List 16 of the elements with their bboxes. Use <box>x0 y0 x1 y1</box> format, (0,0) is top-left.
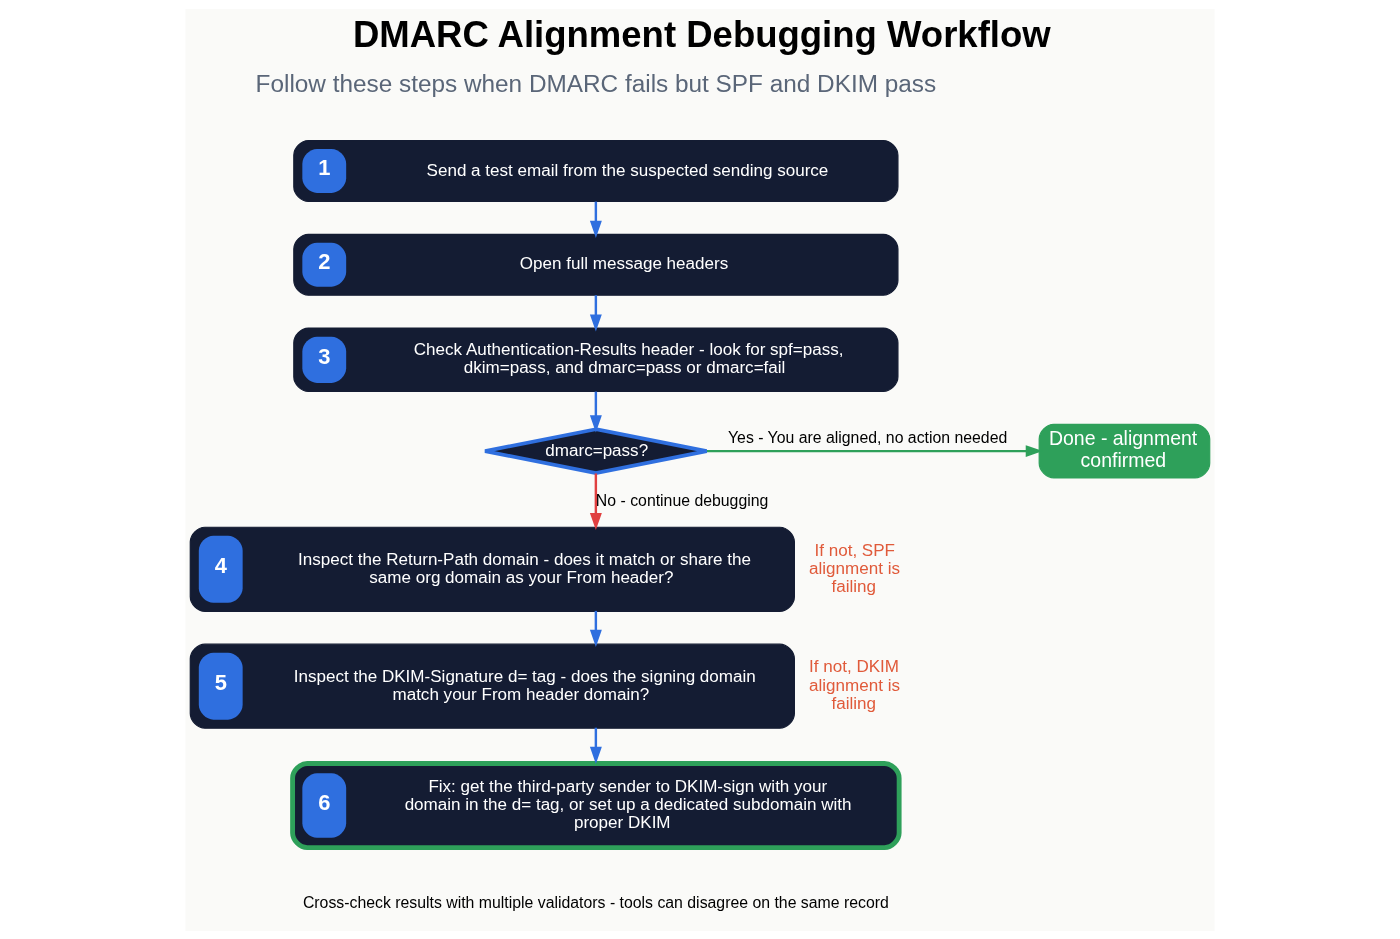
arrow <box>589 391 602 432</box>
caption: Cross-check results with multiple validators - tools can disagree on the same record <box>302 893 889 911</box>
node-label: If not, DKIM alignment is failing <box>809 656 900 713</box>
arrow <box>589 201 602 238</box>
label: Follow these steps when DMARC fails but SPF and DKIM pass <box>255 69 937 97</box>
arrow <box>589 472 602 530</box>
arrow <box>589 294 602 332</box>
node-box: Done - alignment confirmed <box>1038 423 1211 479</box>
node-label: If not, SPF alignment is failing <box>809 540 900 596</box>
arrow <box>589 610 602 647</box>
edge-label: No - continue debugging <box>595 491 769 509</box>
diagram-title: DMARC Alignment Debugging Workflow <box>352 13 1051 55</box>
node-diamond: dmarc=pass? <box>483 426 709 475</box>
arrow <box>707 444 1043 457</box>
edge-label: Yes - You are aligned, no action needed <box>728 428 1008 446</box>
arrow <box>589 727 602 764</box>
